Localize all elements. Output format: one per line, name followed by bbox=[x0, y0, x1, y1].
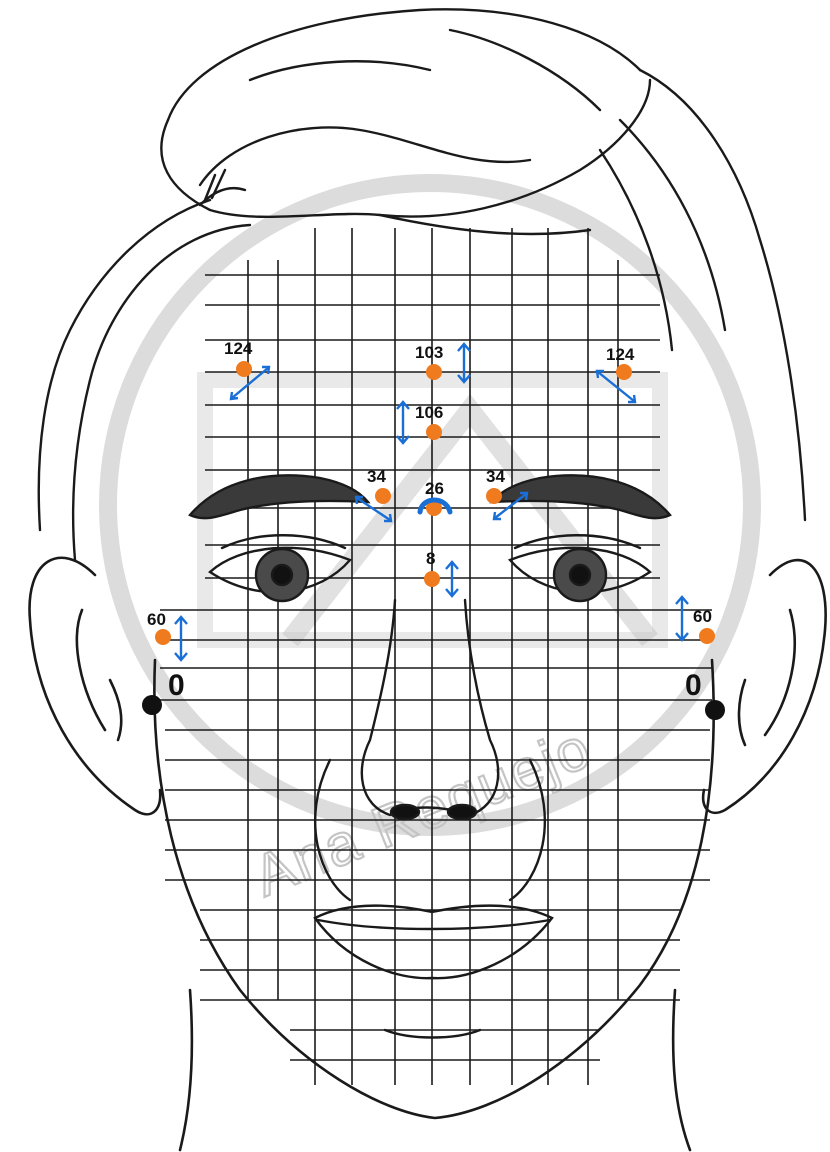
point-dot bbox=[426, 364, 442, 380]
vertical-arrow-icon bbox=[397, 402, 409, 443]
point-8: 8 bbox=[424, 549, 458, 596]
point-dot bbox=[375, 488, 391, 504]
point-60-right: 60 bbox=[676, 597, 715, 644]
vertical-arrow-icon bbox=[458, 344, 470, 382]
right-eye-pupil bbox=[570, 565, 590, 585]
ear-left-label: 0 bbox=[168, 669, 185, 702]
vertical-arrow-icon bbox=[676, 597, 688, 640]
ear-left-dot bbox=[142, 695, 162, 715]
point-26: 26 bbox=[420, 479, 450, 516]
point-label: 60 bbox=[147, 610, 166, 629]
point-label: 106 bbox=[415, 403, 443, 422]
mouth bbox=[315, 906, 552, 979]
point-label: 124 bbox=[606, 345, 635, 364]
left-eyebrow bbox=[190, 475, 368, 518]
point-label: 103 bbox=[415, 343, 443, 362]
point-label: 26 bbox=[425, 479, 444, 498]
point-label: 8 bbox=[426, 549, 435, 568]
point-label: 34 bbox=[486, 467, 505, 486]
point-dot bbox=[236, 361, 252, 377]
ear-right-label: 0 bbox=[685, 669, 702, 702]
ear-right-dot bbox=[705, 700, 725, 720]
ear-markers: 0 0 bbox=[142, 669, 725, 720]
point-dot bbox=[699, 628, 715, 644]
point-dot bbox=[155, 629, 171, 645]
point-dot bbox=[616, 364, 632, 380]
point-124-left: 124 bbox=[224, 339, 269, 399]
vertical-arrow-icon bbox=[446, 562, 458, 596]
point-dot bbox=[426, 424, 442, 440]
point-label: 34 bbox=[367, 467, 386, 486]
vertical-arrow-icon bbox=[175, 617, 187, 660]
left-eye-pupil bbox=[272, 565, 292, 585]
watermark: Ana Requejo bbox=[108, 183, 752, 909]
point-label: 60 bbox=[693, 607, 712, 626]
point-dot bbox=[424, 571, 440, 587]
point-dot bbox=[486, 488, 502, 504]
point-label: 124 bbox=[224, 339, 253, 358]
